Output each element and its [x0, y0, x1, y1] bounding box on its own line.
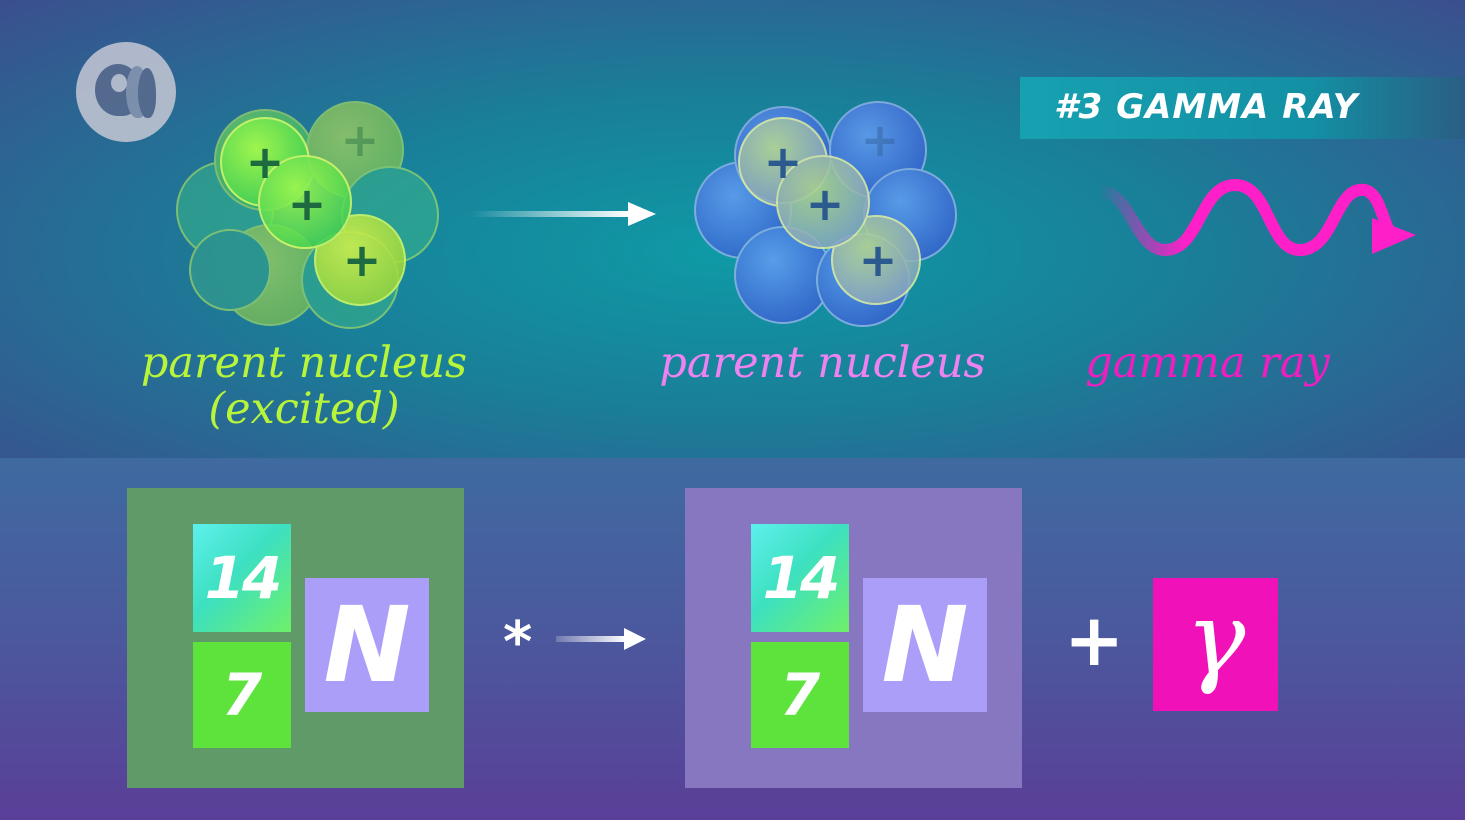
- caption-line: (excited): [208, 384, 400, 434]
- excited-mark: *: [503, 610, 533, 675]
- atomic-number: 7: [751, 642, 849, 748]
- parent-nucleus: + + + +: [694, 101, 957, 327]
- gamma-wave-icon: [1094, 178, 1416, 257]
- parent-nucleus-card: 14 7 N: [685, 488, 1022, 788]
- proton-sign: +: [288, 177, 327, 231]
- pbs-logo-icon: [76, 42, 176, 142]
- excited-caption: parent nucleus (excited): [118, 340, 490, 432]
- atomic-number: 7: [193, 642, 291, 748]
- banner-title: #3 GAMMA RAY: [1054, 87, 1359, 127]
- plus-sign: +: [1064, 598, 1125, 682]
- caption-line: parent nucleus: [140, 338, 468, 388]
- mass-number: 14: [193, 524, 291, 632]
- right-arrow-icon: [470, 202, 656, 226]
- right-arrow-icon: [556, 628, 646, 650]
- element-symbol: N: [863, 578, 987, 712]
- proton-sign: +: [246, 135, 285, 189]
- element-symbol: N: [305, 578, 429, 712]
- proton-sign: +: [806, 177, 845, 231]
- parent-caption: parent nucleus: [659, 338, 986, 388]
- mass-number: 14: [751, 524, 849, 632]
- section-banner: #3 GAMMA RAY: [1020, 77, 1465, 139]
- proton-sign: +: [859, 233, 898, 287]
- excited-nucleus-card: 14 7 N: [127, 488, 464, 788]
- excited-nucleus: + + + +: [176, 101, 439, 329]
- proton-sign: +: [861, 113, 900, 167]
- proton-sign: +: [764, 135, 803, 189]
- gamma-symbol: γ: [1153, 578, 1278, 711]
- gamma-caption: gamma ray: [1085, 338, 1330, 388]
- proton-sign: +: [341, 113, 380, 167]
- proton-sign: +: [343, 233, 382, 287]
